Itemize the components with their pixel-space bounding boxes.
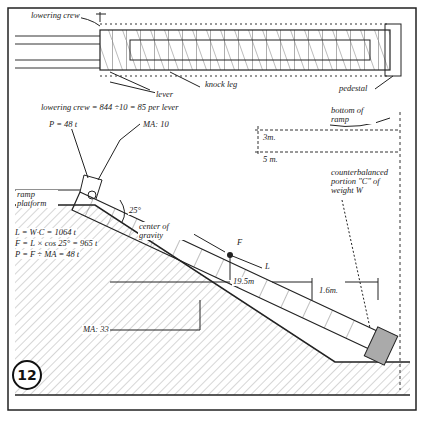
sketch-label: L = W·C = 1064 t <box>14 228 77 237</box>
figure-number: 12 <box>17 367 36 383</box>
sketch-label: L <box>264 262 271 271</box>
sketch-label: knock leg <box>204 80 238 89</box>
sketch-label: 19.5m <box>232 277 255 286</box>
sketch-label: counterbalanced portion "C" of weight W <box>330 168 398 195</box>
sketch-label: F <box>236 238 243 247</box>
sketch-label: P = 48 t <box>48 120 78 129</box>
sketch-label: bottom of ramp <box>330 106 376 124</box>
sketch-label: P = F ÷ MA = 48 t <box>14 250 80 259</box>
sketch-label: lowering crew = 844 ÷10 = 85 per lever <box>40 103 180 112</box>
sketch-label: ramp platform <box>16 190 58 208</box>
sketch-label: MA: 33 <box>82 325 110 334</box>
sketch-label: 1.6m. <box>318 286 339 295</box>
sketch-label: lowering crew <box>30 11 81 20</box>
sketch-label: pedestal <box>338 84 368 93</box>
sketch-label: center of gravity <box>138 222 194 240</box>
sketch-label: 3m. <box>262 133 277 142</box>
figure-number-circle: 12 <box>12 360 42 390</box>
sketch-label: 25° <box>128 206 142 215</box>
sketch-label: F = L × cos 25° = 965 t <box>14 239 98 248</box>
sketch-label: 5 m. <box>262 155 279 164</box>
sketch-label: lever <box>155 90 174 99</box>
sketch-label: MA: 10 <box>142 120 170 129</box>
